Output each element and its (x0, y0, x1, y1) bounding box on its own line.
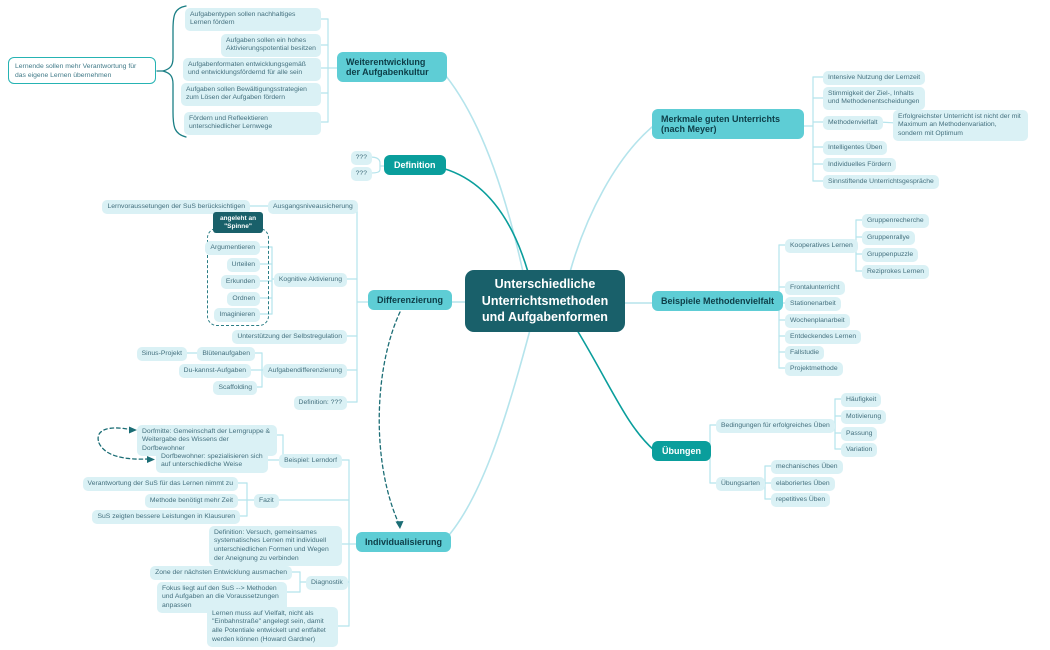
leaf-individualisierung-definition[interactable]: Definition: Versuch, gemeinsames systema… (209, 526, 342, 567)
leaf-projektmethode[interactable]: Projektmethode (785, 362, 843, 376)
branch-aufgabenkultur[interactable]: Weiterentwicklung der Aufgabenkultur (337, 52, 447, 82)
leaf-howard-gardner[interactable]: Lernen muss auf Vielfalt, nicht als "Ein… (207, 607, 338, 648)
note-lernende-verantwortung[interactable]: Lernende sollen mehr Verantwortung für d… (8, 57, 156, 85)
branch-merkmale[interactable]: Merkmale guten Unterrichts (nach Meyer) (652, 109, 804, 139)
leaf-erkunden[interactable]: Erkunden (220, 275, 260, 289)
branch-definition[interactable]: Definition (384, 155, 446, 175)
leaf-argumentieren[interactable]: Argumentieren (205, 241, 260, 255)
leaf-bedingungen-ueben[interactable]: Bedingungen für erfolgreiches Üben (716, 419, 835, 433)
leaf-aufgabenformate[interactable]: Aufgabenformaten entwicklungsgemäß und e… (183, 58, 321, 81)
leaf-selbstregulation[interactable]: Unterstützung der Selbstregulation (232, 330, 347, 344)
leaf-methodenvielfalt-note[interactable]: Erfolgreichster Unterricht ist nicht der… (893, 110, 1028, 142)
leaf-unterrichtsgespraeche[interactable]: Sinnstiftende Unterrichtsgespräche (823, 175, 939, 189)
leaf-ordnen[interactable]: Ordnen (227, 292, 260, 306)
leaf-haeufigkeit[interactable]: Häufigkeit (841, 393, 882, 407)
leaf-repetitives-ueben[interactable]: repetitives Üben (771, 493, 831, 507)
leaf-sinus-projekt[interactable]: Sinus-Projekt (136, 347, 187, 361)
leaf-bessere-leistungen[interactable]: SuS zeigten bessere Leistungen in Klausu… (92, 510, 240, 524)
leaf-uebungsarten[interactable]: Übungsarten (716, 477, 765, 491)
leaf-diagnostik[interactable]: Diagnostik (306, 576, 348, 590)
tag-angeleht-an-spinne[interactable]: angeleht an "Spinne" (213, 212, 263, 234)
leaf-fallstudie[interactable]: Fallstudie (785, 346, 825, 360)
leaf-fazit[interactable]: Fazit (254, 494, 279, 508)
leaf-gruppenrecherche[interactable]: Gruppenrecherche (862, 214, 929, 228)
branch-uebungen[interactable]: Übungen (652, 441, 711, 461)
leaf-entdeckendes-lernen[interactable]: Entdeckendes Lernen (785, 330, 862, 344)
branch-differenzierung[interactable]: Differenzierung (368, 290, 453, 310)
leaf-imaginieren[interactable]: Imaginieren (214, 308, 260, 322)
leaf-intelligentes-ueben[interactable]: Intelligentes Üben (823, 141, 888, 155)
leaf-reziprokes-lernen[interactable]: Reziprokes Lernen (862, 265, 930, 279)
leaf-bluetenaufgaben[interactable]: Blütenaufgaben (197, 347, 255, 361)
leaf-urteilen[interactable]: Urteilen (226, 258, 260, 272)
leaf-elaboriertes-ueben[interactable]: elaboriertes Üben (771, 477, 835, 491)
leaf-wochenplanarbeit[interactable]: Wochenplanarbeit (785, 314, 850, 328)
leaf-aufgabentypen[interactable]: Aufgabentypen sollen nachhaltiges Lernen… (185, 8, 321, 31)
leaf-zone-entwicklung[interactable]: Zone der nächsten Entwicklung ausmachen (150, 566, 292, 580)
leaf-stimmigkeit[interactable]: Stimmigkeit der Ziel-, Inhalts und Metho… (823, 87, 925, 110)
branch-individualisierung[interactable]: Individualisierung (356, 532, 452, 552)
leaf-methodenvielfalt[interactable]: Methodenvielfalt (823, 116, 883, 130)
leaf-mechanisches-ueben[interactable]: mechanisches Üben (771, 460, 843, 474)
root-node[interactable]: Unterschiedliche Unterrichtsmethoden und… (465, 270, 625, 332)
leaf-lernwege[interactable]: Fördern und Refleektieren unterschiedlic… (184, 112, 321, 135)
leaf-passung[interactable]: Passung (841, 427, 878, 441)
leaf-verantwortung-nimmt-zu[interactable]: Verantwortung der SuS für das Lernen nim… (82, 477, 238, 491)
leaf-kognitive-aktivierung[interactable]: Kognitive Aktivierung (273, 273, 347, 287)
leaf-scaffolding[interactable]: Scaffolding (213, 381, 257, 395)
leaf-definition-placeholder-1[interactable]: ??? (350, 151, 372, 165)
leaf-gruppenrallye[interactable]: Gruppenrallye (862, 231, 915, 245)
leaf-kooperatives-lernen[interactable]: Kooperatives Lernen (785, 239, 858, 253)
leaf-gruppenpuzzle[interactable]: Gruppenpuzzle (862, 248, 919, 262)
leaf-methode-zeit[interactable]: Methode benötigt mehr Zeit (144, 494, 238, 508)
leaf-definition-offen[interactable]: Definition: ??? (293, 396, 347, 410)
leaf-variation[interactable]: Variation (841, 443, 878, 457)
leaf-dorfbewohner[interactable]: Dorfbewohner: spezialisieren sich auf un… (156, 450, 268, 473)
leaf-definition-placeholder-2[interactable]: ??? (350, 167, 372, 181)
leaf-frontalunterricht[interactable]: Frontalunterricht (785, 281, 845, 295)
leaf-stationenarbeit[interactable]: Stationenarbeit (785, 297, 841, 311)
leaf-lernvoraussetzungen[interactable]: Lernvoraussetungen der SuS berücksichtig… (102, 200, 250, 214)
leaf-motivierung[interactable]: Motivierung (841, 410, 887, 424)
leaf-individuelles-foerdern[interactable]: Individuelles Fördern (823, 158, 897, 172)
leaf-ausgangsniveausicherung[interactable]: Ausgangsniveausicherung (268, 200, 358, 214)
branch-beispiele[interactable]: Beispiele Methodenvielfalt (652, 291, 784, 311)
leaf-aktivierungspotential[interactable]: Aufgaben sollen ein hohes Aktivierungspo… (221, 34, 321, 57)
leaf-bewaeltigungsstrategien[interactable]: Aufgaben sollen Bewältigungsstrategien z… (181, 83, 321, 106)
leaf-lernzeit[interactable]: Intensive Nutzung der Lernzeit (823, 71, 926, 85)
leaf-aufgabendifferenzierung[interactable]: Aufgabendifferenzierung (263, 364, 347, 378)
leaf-du-kannst-aufgaben[interactable]: Du-kannst-Aufgaben (178, 364, 251, 378)
leaf-beispiel-lerndorf[interactable]: Beispiel: Lerndorf (279, 454, 342, 468)
